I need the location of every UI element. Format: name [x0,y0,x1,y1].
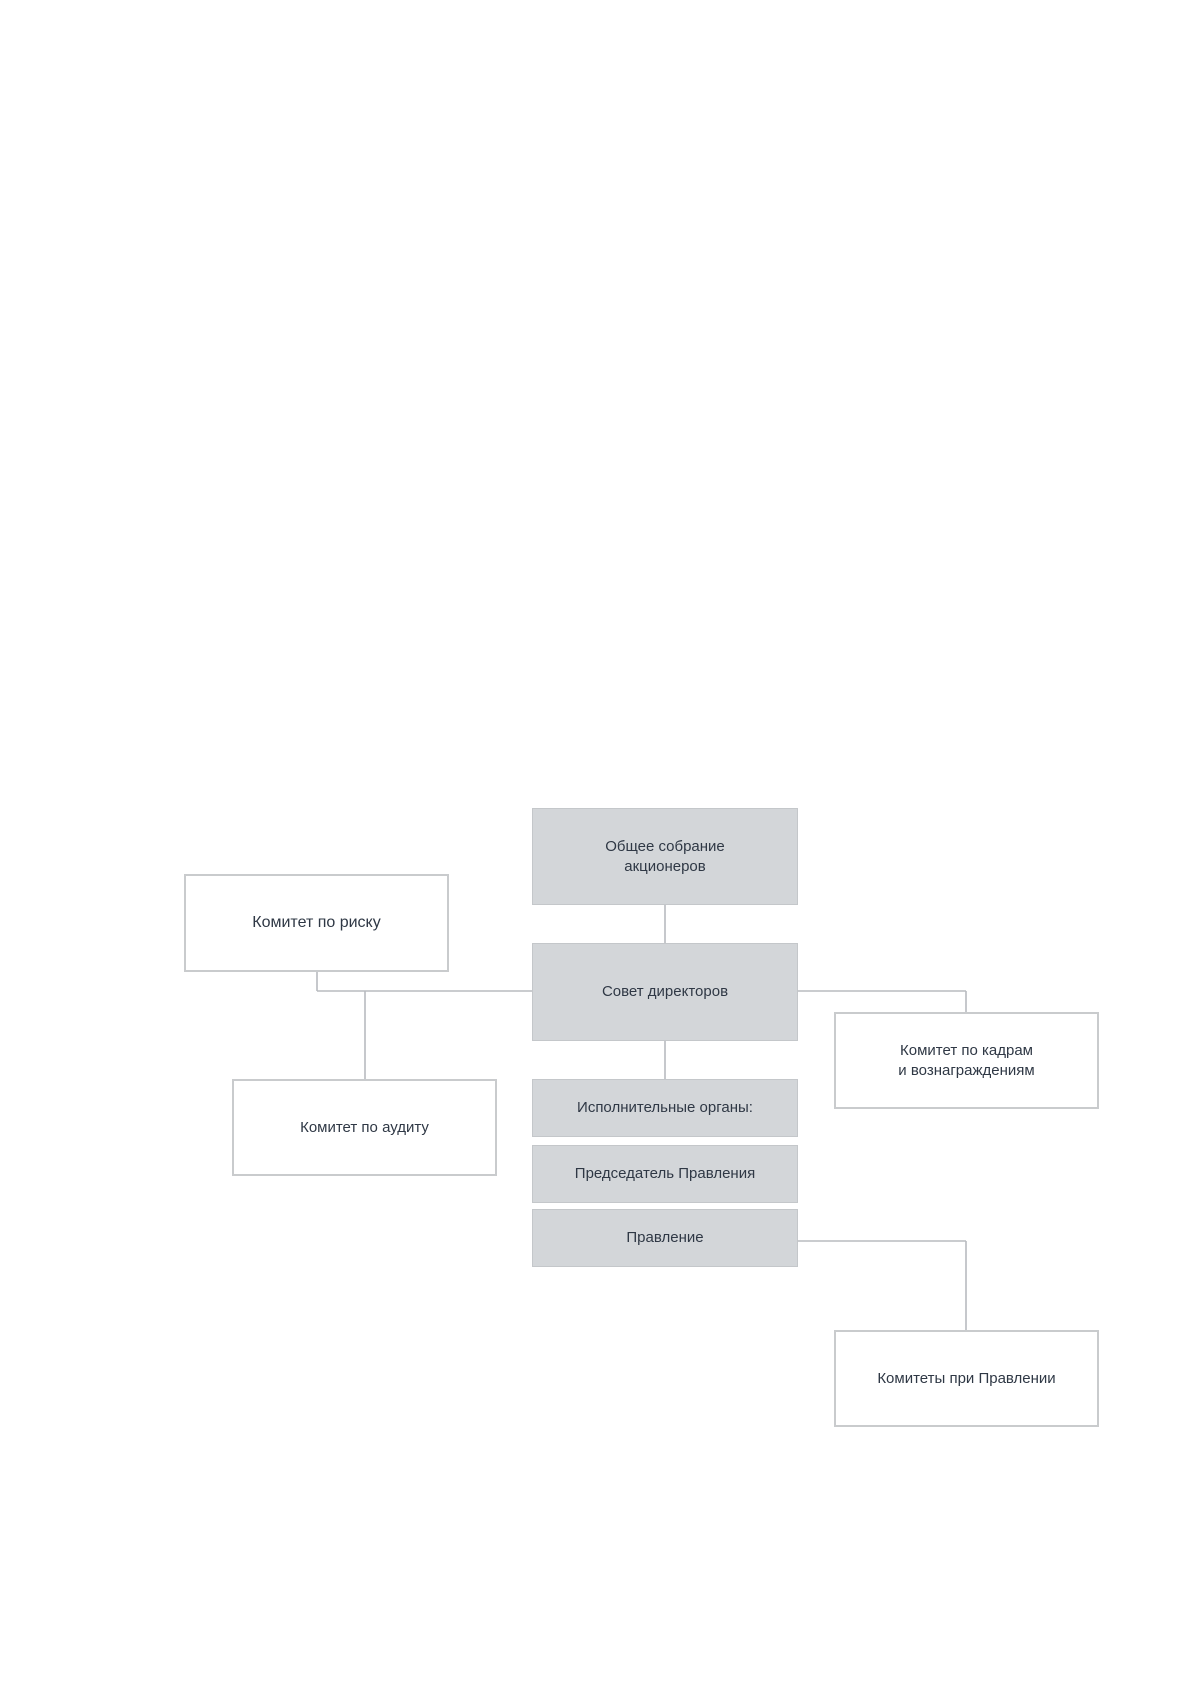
node-risk-committee-label: Комитет по риску [252,913,380,933]
node-executive-bodies: Исполнительные органы: [532,1079,798,1137]
node-board-of-directors-label: Совет директоров [602,982,728,1002]
node-chairman-of-board-label: Председатель Правления [575,1164,755,1184]
node-general-meeting: Общее собрание акционеров [532,808,798,905]
node-board-committees-label: Комитеты при Правлении [877,1369,1055,1389]
node-audit-committee: Комитет по аудиту [232,1079,497,1176]
node-audit-committee-label: Комитет по аудиту [300,1118,429,1138]
node-management-board: Правление [532,1209,798,1267]
node-board-committees: Комитеты при Правлении [834,1330,1099,1427]
node-general-meeting-label: Общее собрание акционеров [605,837,725,877]
node-hr-remuneration-committee-label: Комитет по кадрам и вознаграждениям [898,1041,1034,1081]
node-risk-committee: Комитет по риску [184,874,449,972]
node-board-of-directors: Совет директоров [532,943,798,1041]
node-management-board-label: Правление [626,1228,703,1248]
node-executive-bodies-label: Исполнительные органы: [577,1098,753,1118]
node-hr-remuneration-committee: Комитет по кадрам и вознаграждениям [834,1012,1099,1109]
node-chairman-of-board: Председатель Правления [532,1145,798,1203]
